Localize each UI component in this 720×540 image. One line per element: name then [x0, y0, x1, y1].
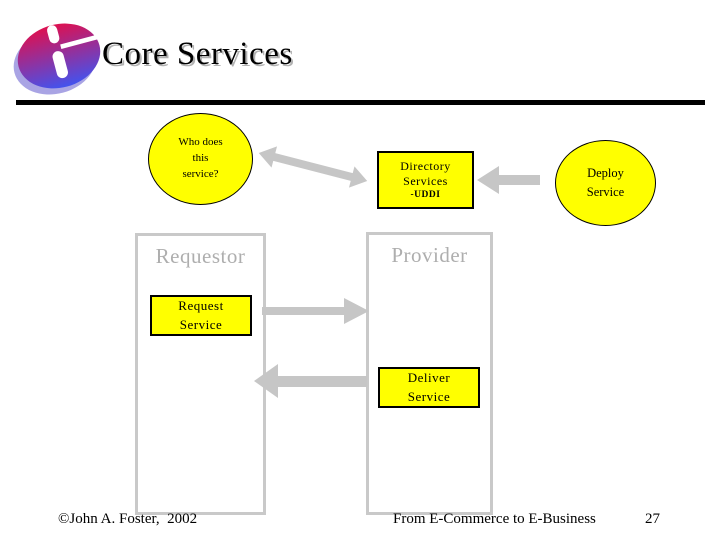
footer-copyright: ©John A. Foster, 2002	[58, 511, 198, 527]
slide-title: Core Services	[102, 36, 293, 72]
deploy-service-label: Deploy Service	[586, 166, 625, 199]
deploy-to-directory-arrow-icon	[477, 166, 540, 194]
who-does-this-service-ellipse: Who does this service?	[148, 113, 253, 205]
deploy-service-ellipse: Deploy Service	[555, 140, 656, 226]
e-logo-icon	[13, 23, 101, 95]
request-service-label: Request Service	[178, 297, 224, 332]
footer-source-title: From E-Commerce to E-Business	[393, 511, 596, 527]
who-does-this-service-label: Who does this service?	[178, 136, 223, 180]
request-service-arrow-icon	[262, 298, 369, 324]
footer-page-number: 27	[645, 511, 660, 527]
deliver-service-arrow-icon	[254, 364, 367, 398]
requestor-label: Requestor	[155, 244, 246, 268]
directory-services-box: Directory Services -UDDI	[377, 151, 474, 209]
who-directory-double-arrow-icon	[258, 146, 368, 188]
title-underline-rule	[16, 100, 705, 105]
directory-uddi-label: -UDDI	[410, 189, 441, 200]
requestor-frame: Requestor	[135, 233, 266, 515]
deliver-service-box: Deliver Service	[378, 367, 480, 408]
request-service-box: Request Service	[150, 295, 252, 336]
directory-services-label: Directory Services	[400, 158, 451, 188]
provider-label: Provider	[391, 243, 468, 267]
deliver-service-label: Deliver Service	[407, 369, 451, 404]
